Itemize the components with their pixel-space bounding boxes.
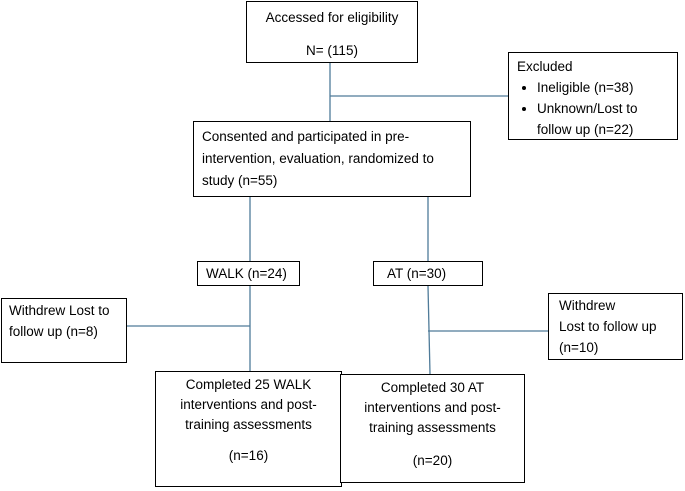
at-box: AT (n=30) <box>373 261 483 286</box>
completed-walk-text: Completed 25 WALK interventions and post… <box>180 377 317 432</box>
completed-at-text: Completed 30 AT interventions and post-t… <box>364 380 501 435</box>
excluded-item: Unknown/Lost to follow up (n=22) <box>537 98 671 140</box>
completed-walk-n: (n=16) <box>228 448 269 463</box>
eligibility-box: Accessed for eligibility N= (115) <box>246 1 418 63</box>
consented-box: Consented and participated in pre-interv… <box>193 121 471 197</box>
connector-at-completed <box>427 285 431 375</box>
walk-label: WALK (n=24) <box>206 266 287 281</box>
completed-at-n: (n=20) <box>412 453 453 468</box>
consented-text: Consented and participated in pre-interv… <box>202 129 434 188</box>
withdrew-left-text: Withdrew Lost to follow up (n=8) <box>9 303 110 339</box>
walk-box: WALK (n=24) <box>197 261 300 286</box>
eligibility-count: N= (115) <box>306 43 358 58</box>
withdrew-right-reason: Lost to follow up (n=10) <box>559 319 657 355</box>
excluded-box: Excluded Ineligible (n=38) Unknown/Lost … <box>508 52 678 140</box>
at-label: AT (n=30) <box>387 266 447 281</box>
completed-walk-box: Completed 25 WALK interventions and post… <box>155 371 342 487</box>
withdrew-left-box: Withdrew Lost to follow up (n=8) <box>1 298 127 363</box>
excluded-list: Ineligible (n=38) Unknown/Lost to follow… <box>517 77 671 140</box>
excluded-item: Ineligible (n=38) <box>537 77 671 98</box>
eligibility-label: Accessed for eligibility <box>265 10 399 25</box>
completed-at-box: Completed 30 AT interventions and post-t… <box>340 374 525 483</box>
withdrew-right-box: Withdrew Lost to follow up (n=10) <box>548 293 683 360</box>
excluded-title: Excluded <box>517 59 573 74</box>
withdrew-right-label: Withdrew <box>559 298 616 313</box>
